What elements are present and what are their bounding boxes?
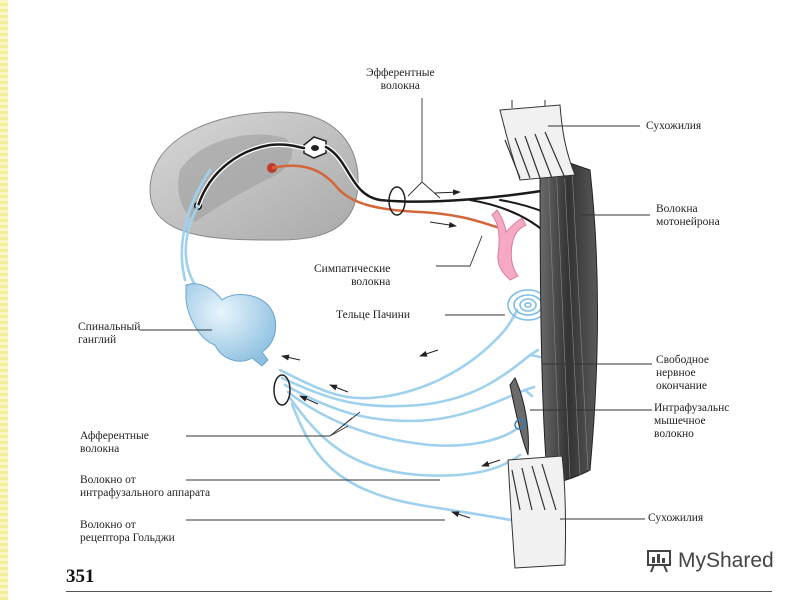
muscle [539,149,598,486]
intrafusal-fiber [509,377,529,456]
tendon-top [499,100,576,181]
label-motoneuron-fibers: Волокна мотонейрона [656,203,720,228]
left-decor-strip [0,0,8,600]
label-afferent-fibers: Афферентные волокна [80,430,149,455]
spinal-cord-section [149,111,359,241]
tendon-bottom [507,455,567,569]
label-tendon-top: Сухожилия [646,120,702,132]
presentation-board-icon [647,550,671,573]
label-pacinian-corpuscle: Тельце Пачини [336,309,411,321]
label-fiber-intrafusal-apparatus: Волокно от интрафузального аппарата [80,474,211,499]
spinal-ganglion [185,283,291,406]
leader-lines [140,98,652,521]
direction-arrows [281,189,501,519]
motor-neuron-cell-icon [303,136,327,159]
efferent-bundle-ring [388,186,406,216]
label-free-nerve-ending: Свободное нервное окончание [656,354,710,392]
page-number: 351 [66,566,95,587]
bottom-rule [66,591,772,592]
logo-text: MyShared [678,549,774,572]
myshared-logo[interactable]: MyShared [646,549,774,573]
afferent-fibers [180,168,567,538]
label-tendon-bottom: Сухожилия [648,512,704,524]
label-fiber-golgi-receptor: Волокно от рецептора Гольджи [80,519,175,544]
sympathetic-fiber [271,164,501,230]
label-sympathetic-fibers: Симпатические волокна [314,263,391,288]
label-spinal-ganglion: Спинальный ганглий [78,321,141,346]
blood-vessel [491,209,527,281]
label-intrafusal-fiber: Интрафузальнс мышечное волокно [654,402,730,440]
label-efferent-fibers: Эфферентные волокна [366,67,435,92]
